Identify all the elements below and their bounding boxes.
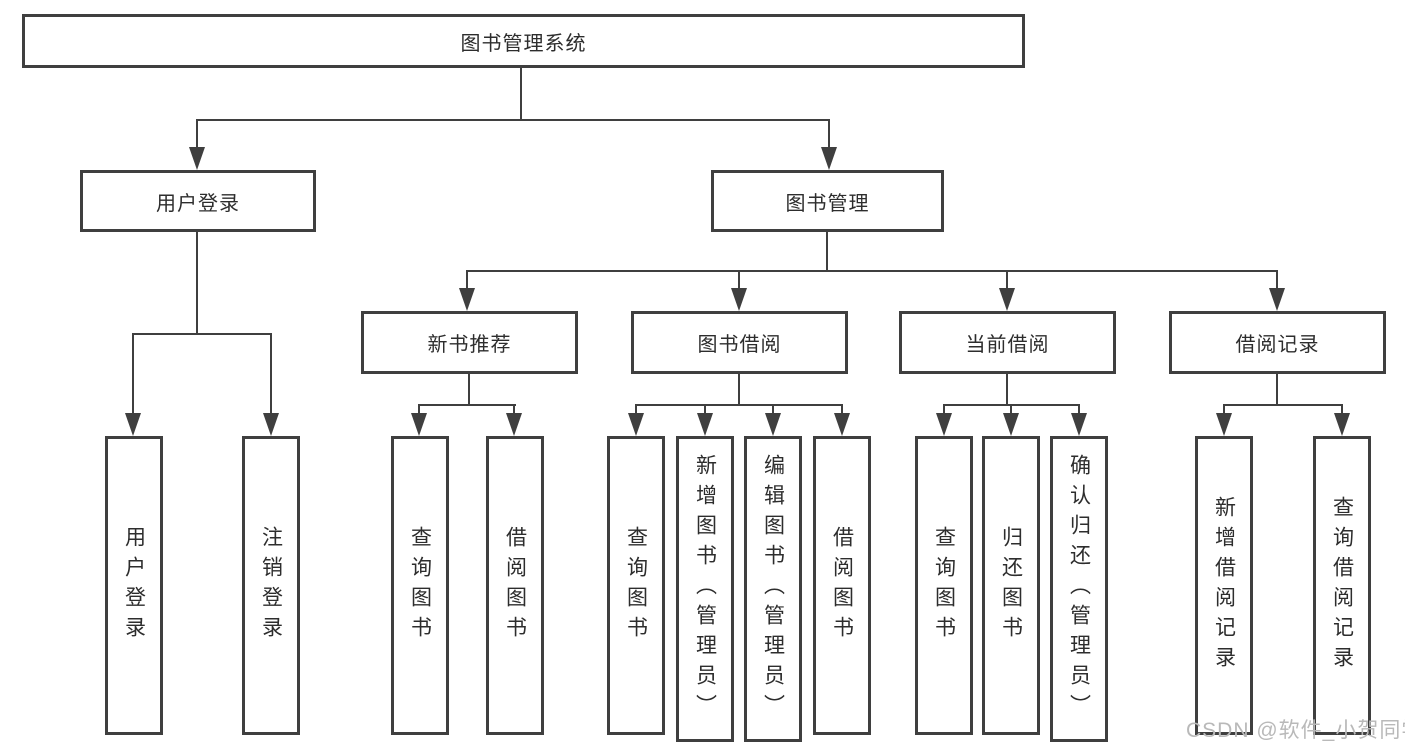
connector-userlogin-hbar [132, 333, 272, 335]
connector-drop-cb-return [1010, 404, 1012, 415]
leaf-cb-return-books: 归还图书 [982, 436, 1040, 735]
connector-bb-stem [738, 371, 740, 406]
leaf-cb-query-books-label: 查询图书 [932, 525, 956, 646]
node-borrow-records-label: 借阅记录 [1235, 334, 1320, 356]
arrow-down-icon [506, 413, 522, 436]
csdn-watermark: CSDN @软件_小贺同学 [1186, 719, 1405, 742]
connector-drop-br [1276, 270, 1278, 289]
connector-drop-leaf-user-login [132, 333, 134, 414]
node-root-label: 图书管理系统 [460, 32, 587, 55]
connector-drop-leaf-logout [270, 333, 272, 414]
leaf-cb-return-books-label: 归还图书 [999, 525, 1023, 646]
arrow-down-icon [125, 413, 141, 436]
arrow-down-icon [936, 413, 952, 436]
connector-bb-hbar [635, 404, 843, 406]
leaf-bb-borrow-books: 借阅图书 [813, 436, 871, 735]
connector-br-hbar [1223, 404, 1343, 406]
arrow-down-icon [999, 288, 1015, 311]
arrow-down-icon [1269, 288, 1285, 311]
node-current-borrow: 当前借阅 [899, 311, 1116, 374]
arrow-down-icon [765, 413, 781, 436]
leaf-rec-borrow-books: 借阅图书 [486, 436, 544, 735]
connector-drop-cb [1006, 270, 1008, 289]
connector-drop-bb-borrow [841, 404, 843, 415]
connector-drop-bb-edit [772, 404, 774, 415]
node-book-mgmt-group-label: 图书管理 [785, 192, 870, 215]
leaf-logout: 注销登录 [242, 436, 300, 735]
connector-root-hbar [196, 119, 830, 121]
node-book-borrow: 图书借阅 [631, 311, 848, 374]
connector-drop-br-add [1223, 404, 1225, 415]
arrow-down-icon [1003, 413, 1019, 436]
leaf-user-login: 用户登录 [105, 436, 163, 735]
node-book-mgmt-group: 图书管理 [711, 170, 944, 232]
leaf-logout-label: 注销登录 [259, 525, 283, 646]
connector-bookmgmt-stem [826, 230, 828, 272]
leaf-rec-query-books: 查询图书 [391, 436, 449, 735]
connector-drop-cb-confirm [1078, 404, 1080, 415]
connector-drop-cb-query [943, 404, 945, 415]
connector-userlogin-stem [196, 230, 198, 335]
connector-drop-user-login [196, 119, 198, 150]
node-book-borrow-label: 图书借阅 [697, 334, 782, 356]
connector-drop-rec-query [418, 404, 420, 415]
arrow-down-icon [1216, 413, 1232, 436]
connector-cb-stem [1006, 371, 1008, 406]
leaf-bb-borrow-books-label: 借阅图书 [830, 525, 854, 646]
node-user-login-group: 用户登录 [80, 170, 316, 232]
leaf-cb-query-books: 查询图书 [915, 436, 973, 735]
leaf-user-login-label: 用户登录 [122, 525, 146, 646]
arrow-down-icon [697, 413, 713, 436]
connector-drop-rec [466, 270, 468, 289]
leaf-br-add-record-label: 新增借阅记录 [1212, 495, 1236, 676]
arrow-down-icon [411, 413, 427, 436]
leaf-cb-confirm-return-admin-label: 确认归还（管理员） [1067, 454, 1091, 724]
leaf-bb-add-books-admin: 新增图书（管理员） [676, 436, 734, 742]
connector-drop-br-query [1341, 404, 1343, 415]
arrow-down-icon [731, 288, 747, 311]
arrow-down-icon [189, 147, 205, 170]
leaf-bb-add-books-admin-label: 新增图书（管理员） [693, 454, 717, 724]
leaf-rec-query-books-label: 查询图书 [408, 525, 432, 646]
leaf-bb-query-books-label: 查询图书 [624, 525, 648, 646]
node-borrow-records: 借阅记录 [1169, 311, 1386, 374]
leaf-br-query-record-label: 查询借阅记录 [1330, 495, 1354, 676]
arrow-down-icon [1334, 413, 1350, 436]
arrow-down-icon [834, 413, 850, 436]
leaf-bb-query-books: 查询图书 [607, 436, 665, 735]
leaf-br-query-record: 查询借阅记录 [1313, 436, 1371, 735]
leaf-cb-confirm-return-admin: 确认归还（管理员） [1050, 436, 1108, 742]
node-root: 图书管理系统 [22, 14, 1025, 68]
connector-drop-bb-add [704, 404, 706, 415]
connector-drop-bb [738, 270, 740, 289]
connector-drop-rec-borrow [513, 404, 515, 415]
node-new-book-rec: 新书推荐 [361, 311, 578, 374]
connector-drop-book-mgmt [828, 119, 830, 150]
arrow-down-icon [628, 413, 644, 436]
leaf-br-add-record: 新增借阅记录 [1195, 436, 1253, 735]
arrow-down-icon [263, 413, 279, 436]
node-user-login-group-label: 用户登录 [156, 192, 240, 215]
leaf-rec-borrow-books-label: 借阅图书 [503, 525, 527, 646]
connector-root-stem [520, 67, 522, 121]
arrow-down-icon [459, 288, 475, 311]
connector-br-stem [1276, 371, 1278, 406]
node-new-book-rec-label: 新书推荐 [427, 334, 512, 356]
leaf-bb-edit-books-admin-label: 编辑图书（管理员） [761, 454, 785, 724]
node-current-borrow-label: 当前借阅 [965, 334, 1050, 356]
arrow-down-icon [821, 147, 837, 170]
connector-drop-bb-query [635, 404, 637, 415]
arrow-down-icon [1071, 413, 1087, 436]
leaf-bb-edit-books-admin: 编辑图书（管理员） [744, 436, 802, 742]
connector-rec-hbar [418, 404, 516, 406]
connector-rec-stem [468, 371, 470, 406]
connector-bookmgmt-hbar [466, 270, 1278, 272]
